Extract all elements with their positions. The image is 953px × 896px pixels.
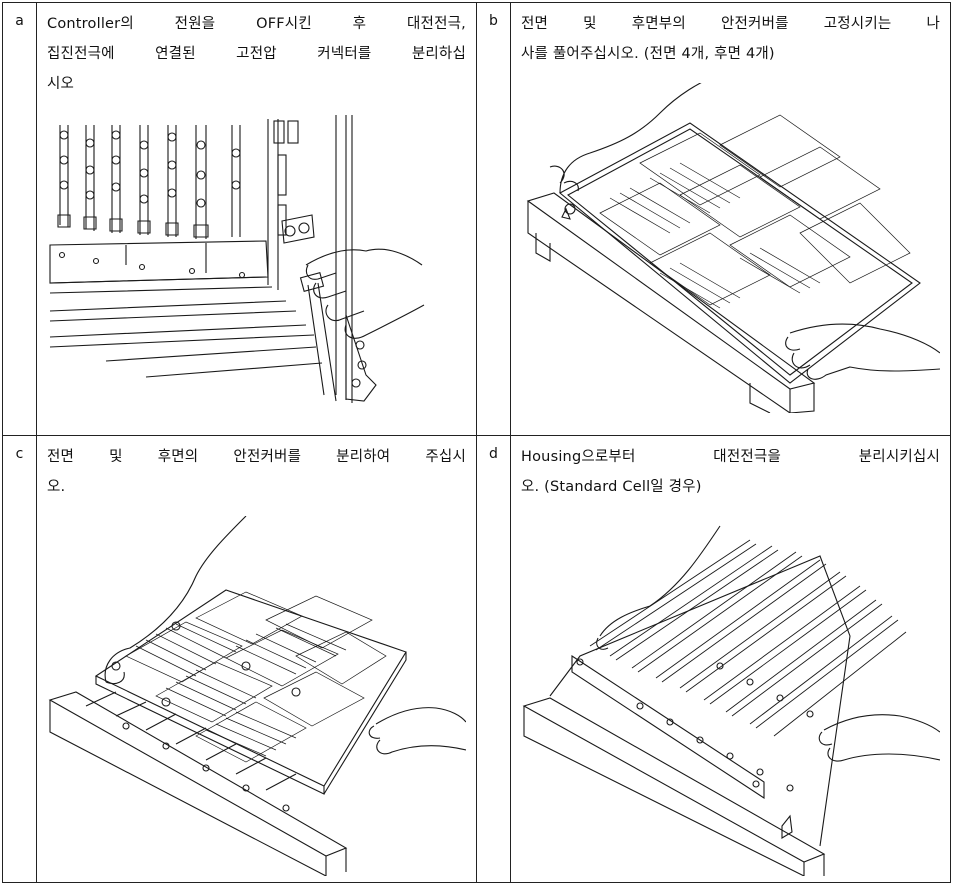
step-a-text: Controller의 전원을 OFF시킨 후 대전전극, 집진전극에 연결된 … — [37, 3, 476, 99]
step-d-line-1: Housing으로부터 대전전극을 분리시키십시 — [521, 449, 940, 465]
step-b-letter: b — [476, 2, 511, 436]
step-d-line-2: 오. (Standard Cell일 경우) — [521, 479, 702, 495]
step-b-line-1: 전면 및 후면부의 안전커버를 고정시키는 나 — [521, 16, 940, 32]
step-a-line-1: Controller의 전원을 OFF시킨 후 대전전극, — [47, 16, 466, 32]
step-c-cell: 전면 및 후면의 안전커버를 분리하여 주십시 오. — [36, 435, 477, 883]
step-c-text: 전면 및 후면의 안전커버를 분리하여 주십시 오. — [37, 436, 476, 502]
step-a-line-3: 시오 — [47, 76, 75, 92]
step-d-illustration — [520, 516, 941, 876]
step-b-illustration — [520, 83, 941, 413]
step-d-text: Housing으로부터 대전전극을 분리시키십시 오. (Standard Ce… — [511, 436, 950, 502]
step-a-line-2: 집진전극에 연결된 고전압 커넥터를 분리하십 — [47, 46, 466, 62]
step-a-letter: a — [2, 2, 37, 436]
step-a-illustration — [46, 115, 467, 405]
step-c-letter: c — [2, 435, 37, 883]
step-d-cell: Housing으로부터 대전전극을 분리시키십시 오. (Standard Ce… — [510, 435, 951, 883]
step-c-line-2: 오. — [47, 479, 66, 495]
procedure-table: a Controller의 전원을 OFF시킨 후 대전전극, 집진전극에 연결… — [2, 2, 951, 883]
electrode-rods — [57, 125, 241, 239]
lifted-cover-grid — [125, 591, 387, 763]
step-b-line-2: 사를 풀어주십시오. (전면 4개, 후면 4개) — [521, 46, 775, 62]
step-b-text: 전면 및 후면부의 안전커버를 고정시키는 나 사를 풀어주십시오. (전면 4… — [511, 3, 950, 69]
step-b-cell: 전면 및 후면부의 안전커버를 고정시키는 나 사를 풀어주십시오. (전면 4… — [510, 2, 951, 436]
cover-grid — [599, 114, 911, 309]
step-a-cell: Controller의 전원을 OFF시킨 후 대전전극, 집진전극에 연결된 … — [36, 2, 477, 436]
step-c-line-1: 전면 및 후면의 안전커버를 분리하여 주십시 — [47, 449, 466, 465]
step-d-letter: d — [476, 435, 511, 883]
electrode-rods-d — [589, 539, 907, 737]
step-c-illustration — [46, 516, 467, 876]
